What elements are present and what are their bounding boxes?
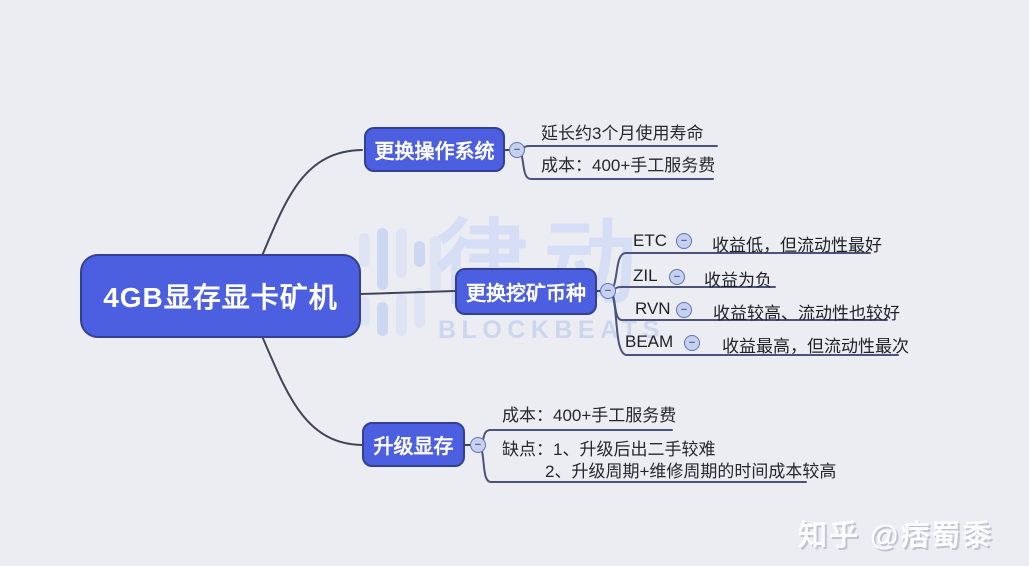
brand-name-en: BLOCKBEATS [438, 316, 665, 344]
subtopic-vram-drawback-line2: 2、升级周期+维修周期的时间成本较高 [545, 462, 837, 481]
subtopic-vram-cost[interactable]: 成本：400+手工服务费 [502, 406, 677, 425]
edge-root-os [261, 149, 363, 257]
collapse-minus-icon[interactable]: − [676, 233, 692, 249]
subtopic-os-cost[interactable]: 成本：400+手工服务费 [541, 156, 716, 175]
edge-root-coin [360, 290, 456, 295]
collapse-minus-icon[interactable]: − [684, 335, 700, 351]
subtopic-os-lifespan[interactable]: 延长约3个月使用寿命 [541, 124, 704, 143]
edge-root-vram [261, 335, 363, 446]
edge-os-child1 [516, 145, 718, 151]
collapse-minus-icon[interactable]: − [470, 437, 486, 453]
topic-change-coin-label: 更换挖矿币种 [466, 283, 586, 305]
collapse-minus-icon[interactable]: − [669, 269, 685, 285]
subtopic-vram-drawbacks[interactable]: 缺点：1、升级后出二手较难 2、升级周期+维修周期的时间成本较高 [502, 440, 836, 482]
topic-change-os-label: 更换操作系统 [374, 141, 495, 163]
equalizer-bar-icon [377, 302, 388, 336]
root-topic[interactable]: 4GB显存显卡矿机 [80, 254, 361, 338]
collapse-minus-icon[interactable]: − [676, 302, 692, 318]
equalizer-bar-icon [396, 228, 407, 278]
subtopic-coin-etc-desc[interactable]: 收益低，但流动性最好 [712, 236, 882, 255]
subtopic-coin-beam-desc[interactable]: 收益最高，但流动性最次 [722, 337, 909, 356]
subtopic-vram-drawback-line1: 缺点：1、升级后出二手较难 [502, 440, 716, 459]
subtopic-coin-rvn-desc[interactable]: 收益较高、流动性也较好 [713, 304, 900, 323]
subtopic-coin-zil[interactable]: ZIL [633, 266, 658, 285]
subtopic-coin-zil-desc[interactable]: 收益为负 [704, 271, 772, 290]
equalizer-bar-icon [396, 294, 407, 336]
equalizer-bar-icon [414, 241, 425, 267]
equalizer-bar-icon [377, 228, 388, 290]
equalizer-bar-icon [359, 233, 370, 267]
root-topic-label: 4GB显存显卡矿机 [103, 282, 338, 313]
equalizer-bar-icon [414, 288, 425, 328]
topic-upgrade-vram[interactable]: 升级显存 [362, 422, 465, 467]
collapse-minus-icon[interactable]: − [600, 283, 616, 299]
subtopic-coin-beam[interactable]: BEAM [625, 332, 674, 351]
zhihu-credit-watermark: 知乎 @痞蜀黍 [798, 520, 994, 552]
collapse-minus-icon[interactable]: − [509, 142, 525, 158]
topic-upgrade-vram-label: 升级显存 [373, 436, 454, 458]
subtopic-coin-etc[interactable]: ETC [633, 231, 667, 250]
equalizer-bar-icon [430, 236, 441, 292]
topic-change-coin[interactable]: 更换挖矿币种 [455, 268, 597, 315]
topic-change-os[interactable]: 更换操作系统 [364, 127, 505, 172]
equalizer-bar-icon [359, 296, 370, 326]
subtopic-coin-rvn[interactable]: RVN [635, 299, 671, 318]
